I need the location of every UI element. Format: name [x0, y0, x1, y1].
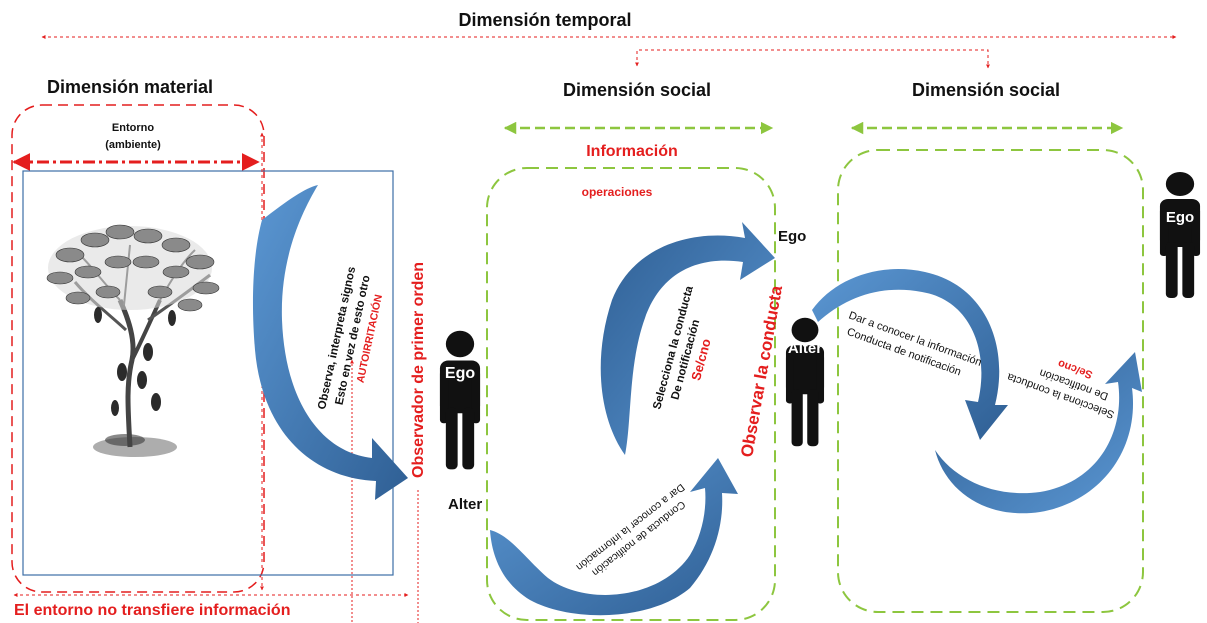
select-text-group: Selecciona la conducta De notificación S…: [651, 284, 713, 411]
environment-frame: [22, 170, 394, 576]
middle-ego-label: Ego: [778, 228, 806, 245]
middle-dar-line2: Conducta de notificación: [589, 498, 687, 578]
dar-text-group: Dar a conocer la información Conducta de…: [574, 481, 688, 579]
middle-dar-line1: Dar a conocer la información: [574, 481, 687, 573]
operaciones-label: operaciones: [582, 185, 653, 199]
observa-text-group: Observa, interpreta signos Esto en vez d…: [316, 266, 385, 411]
observador-label: Observador de primer orden: [410, 262, 427, 478]
right-dar-curved-arrow: [812, 269, 1008, 440]
tree-illustration: [46, 224, 220, 457]
right-select-curved-arrow: [935, 352, 1142, 514]
select-curved-arrow: [600, 222, 775, 455]
person-icon-alter: [785, 317, 825, 447]
observar-label: Observar la conducta: [737, 284, 786, 459]
right-alter-label: Alter: [788, 340, 822, 357]
entorno-label-line2: (ambiente): [105, 139, 161, 151]
informacion-label: Información: [586, 143, 678, 160]
temporal-branch: [635, 49, 990, 69]
person-icon-ego-right: [1159, 172, 1201, 298]
bottom-note: El entorno no transfiere información: [14, 602, 290, 619]
right-ego-label: Ego: [1166, 209, 1194, 226]
social-1-boundary: [486, 167, 776, 621]
entorno-label-line1: Entorno: [112, 122, 154, 134]
heading-social-2: Dimensión social: [912, 80, 1060, 100]
heading-temporal: Dimensión temporal: [458, 10, 631, 30]
observa-curved-arrow: [252, 185, 408, 500]
heading-material: Dimensión material: [47, 77, 213, 97]
right-dar-text-group: Dar a conocer la información Conducta de…: [845, 310, 983, 379]
dar-curved-arrow: [490, 458, 738, 616]
heading-social-1: Dimensión social: [563, 80, 711, 100]
middle-alter-label: Alter: [448, 496, 482, 513]
person-icon-ego-left: [439, 330, 481, 470]
social-2-boundary: [837, 149, 1144, 613]
ego-left-label: Ego: [445, 365, 475, 382]
